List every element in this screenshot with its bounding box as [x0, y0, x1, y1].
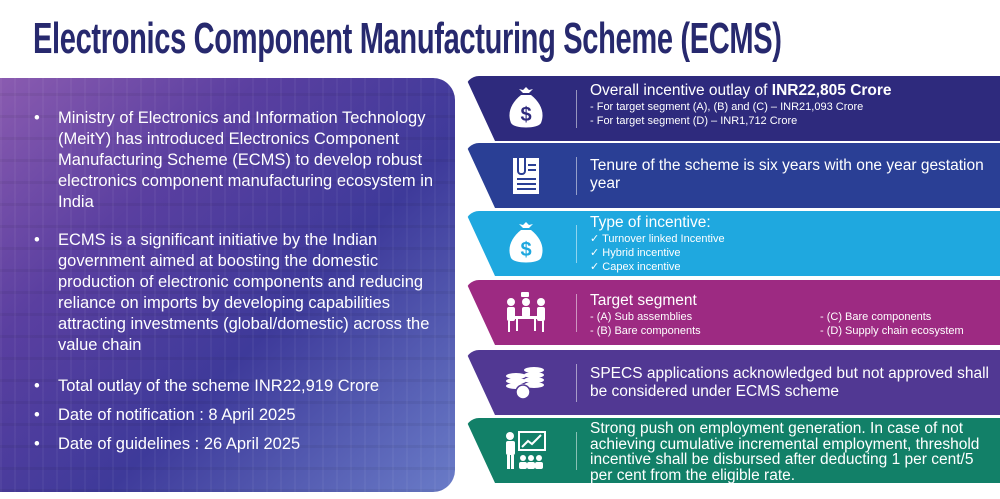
incentive-item: ✓ Turnover linked Incentive: [590, 233, 725, 245]
outlay-amount: INR22,805 Crore: [771, 82, 892, 99]
bullet-ecms-initiative: ECMS is a significant initiative by the …: [34, 230, 441, 356]
segment-item: - (B) Bare components: [590, 325, 701, 337]
divider: [576, 364, 577, 402]
incentive-item: ✓ Hybrid incentive: [590, 247, 681, 259]
band-tenure: Tenure of the scheme is six years with o…: [465, 143, 1000, 208]
band-line: - For target segment (D) – INR1,712 Cror…: [590, 115, 798, 127]
band-heading: Target segment: [590, 292, 697, 309]
overview-panel: Ministry of Electronics and Information …: [0, 78, 455, 492]
incentive-item: ✓ Capex incentive: [590, 261, 681, 273]
band-heading: Type of incentive:: [590, 214, 711, 231]
money-bag-icon: $: [503, 84, 549, 132]
bullet-guidelines-date: Date of guidelines : 26 April 2025: [34, 434, 441, 455]
bullet-notification-date: Date of notification : 8 April 2025: [34, 405, 441, 426]
svg-text:$: $: [520, 104, 531, 126]
band-specs: SPECS applications acknowledged but not …: [465, 350, 1000, 415]
segment-item: - (A) Sub assemblies: [590, 311, 693, 323]
bullet-total-outlay: Total outlay of the scheme INR22,919 Cro…: [34, 376, 441, 397]
divider: [576, 225, 577, 263]
band-heading: Strong push on employment generation. In…: [590, 420, 980, 484]
document-clip-icon: [503, 151, 549, 199]
money-bag-icon: $: [503, 219, 549, 267]
divider: [576, 157, 577, 195]
band-heading: Overall incentive outlay of INR22,805 Cr…: [590, 82, 990, 100]
heading-prefix: Overall incentive outlay of: [590, 82, 772, 99]
page-title: Electronics Component Manufacturing Sche…: [33, 14, 782, 63]
divider: [576, 294, 577, 332]
band-heading: Tenure of the scheme is six years with o…: [590, 157, 984, 192]
divider: [576, 432, 577, 470]
band-line: - For target segment (A), (B) and (C) – …: [590, 101, 864, 113]
svg-text:$: $: [520, 239, 531, 261]
presentation-audience-icon: [503, 426, 549, 474]
segment-item: - (C) Bare components: [820, 311, 932, 323]
segment-item: - (D) Supply chain ecosystem: [820, 325, 964, 337]
divider: [576, 90, 577, 128]
band-incentive-outlay: $ Overall incentive outlay of INR22,805 …: [465, 76, 1000, 141]
meeting-people-icon: [503, 288, 549, 336]
band-incentive-type: $ Type of incentive: ✓ Turnover linked I…: [465, 211, 1000, 276]
bullet-meity: Ministry of Electronics and Information …: [34, 108, 441, 213]
band-target-segment: Target segment - (A) Sub assemblies - (B)…: [465, 280, 1000, 345]
coin-stacks-icon: [503, 358, 549, 406]
band-employment: Strong push on employment generation. In…: [465, 418, 1000, 483]
band-heading: SPECS applications acknowledged but not …: [590, 365, 989, 400]
